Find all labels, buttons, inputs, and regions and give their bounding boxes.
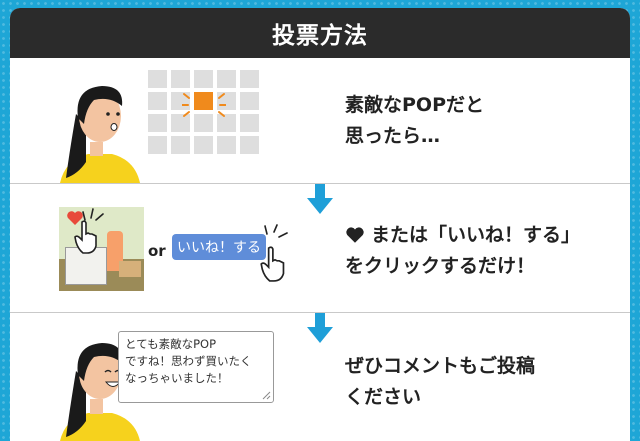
like-button[interactable]: いいね！する: [172, 234, 266, 260]
caption-line: 素敵なPOPだと: [345, 94, 485, 116]
click-lines-icon: [82, 208, 104, 221]
heart-icon: [346, 227, 364, 243]
caption-line: をクリックするだけ！: [345, 255, 536, 277]
comment-line: ですね！思わず買いたく: [125, 354, 252, 368]
grid-cell: [148, 92, 167, 110]
step-3: とても素敵なPOP ですね！思わず買いたく なっちゃいました！ ぜひコメントもご…: [10, 313, 630, 441]
comment-line: なっちゃいました！: [125, 371, 229, 385]
arrow-down-icon: [307, 184, 333, 214]
comment-textarea[interactable]: とても素敵なPOP ですね！思わず買いたく なっちゃいました！: [118, 331, 274, 403]
grid-cell: [194, 114, 213, 132]
caption-line: ください: [345, 386, 422, 408]
step-2: or いいね！する または「いいね！する」 をクリックするだけ！: [10, 184, 630, 312]
or-label: or: [148, 242, 166, 260]
grid-cell: [171, 114, 190, 132]
hand-cursor-icon: [260, 246, 285, 282]
caption-line: 思ったら…: [345, 125, 441, 147]
grid-cell: [240, 70, 259, 88]
grid-cell: [240, 136, 259, 154]
grid-cell: [240, 92, 259, 110]
woman-illustration: [60, 86, 140, 183]
hand-cursor-icon: [74, 220, 97, 254]
grid-cell: [240, 114, 259, 132]
caption-line: ぜひコメントもご投稿: [345, 355, 536, 377]
caption-line: または「いいね！する」: [345, 220, 580, 251]
heart-icon: [67, 211, 83, 225]
step-3-caption: ぜひコメントもご投稿 ください: [345, 351, 535, 413]
grid-cell: [217, 70, 236, 88]
pop-grid: [148, 70, 260, 154]
grid-cell: [194, 70, 213, 88]
click-lines-icon: [264, 224, 288, 238]
step-1-caption: 素敵なPOPだと 思ったら…: [345, 90, 484, 152]
bread-image: [119, 261, 141, 277]
divider: [10, 312, 630, 313]
grid-cell: [217, 136, 236, 154]
grid-cell: [148, 70, 167, 88]
comment-line: とても素敵なPOP: [125, 337, 217, 351]
grid-cell: [148, 136, 167, 154]
grid-cell-selected: [194, 92, 213, 110]
page-title: 投票方法: [10, 8, 630, 58]
arrow-down-icon: [307, 313, 333, 343]
grid-cell: [217, 114, 236, 132]
divider: [10, 183, 630, 184]
sparkle-icon: [182, 93, 226, 117]
caption-text: または「いいね！する」: [371, 224, 581, 246]
grid-cell: [148, 114, 167, 132]
step-2-caption: または「いいね！する」 をクリックするだけ！: [345, 220, 580, 282]
resize-handle-icon[interactable]: [262, 391, 271, 400]
grid-cell: [194, 136, 213, 154]
step-1: 素敵なPOPだと 思ったら…: [10, 58, 630, 183]
grid-cell: [171, 70, 190, 88]
grid-cell: [171, 136, 190, 154]
voting-method-card: 投票方法 素敵なPOPだと 思ったら…: [10, 8, 630, 441]
woman-smiling-illustration: [60, 343, 140, 441]
